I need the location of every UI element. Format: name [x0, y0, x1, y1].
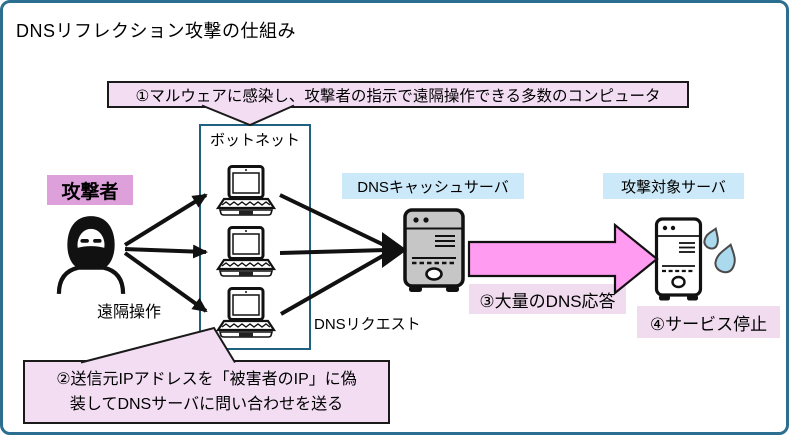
page-title: DNSリフレクション攻撃の仕組み	[16, 21, 297, 41]
dns-response-arrow	[467, 222, 659, 296]
callout-spoofing-description: ②送信元IPアドレスを「被害者のIP」に偽 装してDNSサーバに問い合わせを送る	[23, 360, 390, 424]
laptop-icon-2	[215, 226, 277, 277]
callout-botnet-description: ①マルウェアに感染し、攻撃者の指示で遠隔操作できる多数のコンピュータ	[107, 81, 689, 108]
attacker-icon	[56, 216, 126, 294]
remote-control-label: 遠隔操作	[97, 304, 162, 321]
dns-request-label: DNSリクエスト	[314, 316, 421, 333]
callout-botnet-description-text: ①マルウェアに感染し、攻撃者の指示で遠隔操作できる多数のコンピュータ	[135, 87, 661, 105]
laptop-icon-1	[215, 165, 277, 216]
dns-response-label: ③大量のDNS応答	[469, 284, 626, 314]
callout-top-tail	[201, 104, 295, 127]
callout-spoofing-line2: 装してDNSサーバに問い合わせを送る	[69, 396, 344, 413]
laptop-icon-3	[215, 287, 277, 338]
service-stop-label: ④サービス停止	[637, 306, 780, 338]
attacker-label: 攻撃者	[47, 175, 133, 205]
sweat-drops-icon	[703, 227, 736, 274]
target-server-label: 攻撃対象サーバ	[603, 173, 744, 199]
target-server-icon	[654, 217, 703, 301]
callout-spoofing-line1: ②送信元IPアドレスを「被害者のIP」に偽	[56, 371, 357, 388]
dns-cache-server-label: DNSキャッシュサーバ	[342, 173, 524, 199]
attacker-to-botnet-arrows	[123, 193, 208, 313]
dns-cache-server-icon	[403, 208, 465, 292]
botnet-label: ボットネット	[209, 132, 300, 149]
